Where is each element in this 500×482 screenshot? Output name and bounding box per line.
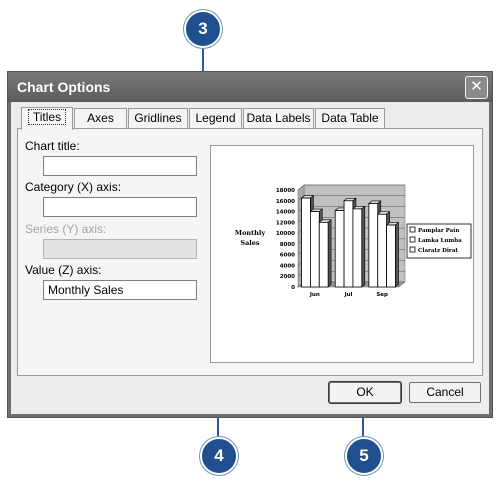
bar-side	[395, 221, 399, 288]
y-tick-label: 8000	[280, 242, 295, 248]
y-tick-label: 18000	[276, 188, 295, 194]
callout-5-line	[362, 402, 364, 438]
category-axis-input[interactable]	[43, 197, 197, 217]
y-tick-label: 12000	[276, 220, 295, 226]
legend-entry: Lamka Lumba	[418, 238, 462, 244]
value-axis-label: Value (Z) axis:	[25, 263, 102, 277]
bar	[343, 200, 354, 288]
bar	[310, 211, 320, 288]
y-axis-title-line-2: Sales	[240, 239, 260, 247]
y-tick-label: 2000	[280, 274, 295, 280]
close-icon[interactable]: ✕	[465, 76, 488, 99]
y-axis-title-line-1: Monthly	[235, 229, 265, 237]
x-tick-label: Sep	[376, 292, 388, 298]
tab-axes[interactable]: Axes	[74, 108, 127, 128]
bar	[377, 213, 387, 288]
category-axis-label: Category (X) axis:	[25, 180, 122, 194]
legend-swatch	[409, 236, 416, 243]
x-tick-label: Jun	[309, 292, 320, 298]
dialog-titlebar: Chart Options ✕	[8, 72, 492, 102]
y-tick-label: 14000	[276, 210, 295, 216]
tab-gridlines[interactable]: Gridlines	[128, 108, 188, 128]
tab-legend[interactable]: Legend	[189, 108, 242, 128]
bar	[352, 208, 363, 288]
bar-side	[327, 219, 332, 288]
tab-titles-label: Titles	[27, 109, 67, 125]
series-axis-label: Series (Y) axis:	[25, 222, 107, 236]
chart-title-label: Chart title:	[25, 139, 80, 153]
legend-entry: Claratz Dirat	[418, 248, 458, 254]
series-axis-input	[43, 239, 197, 259]
chart-title-input[interactable]	[43, 156, 197, 176]
y-tick-label: 0	[291, 285, 295, 291]
legend-entry: Pamplar Pain	[418, 228, 459, 234]
legend-swatch	[409, 226, 416, 233]
tab-data-labels[interactable]: Data Labels	[243, 108, 314, 128]
titles-panel: Chart title: Category (X) axis: Series (…	[17, 128, 483, 376]
tab-data-table[interactable]: Data Table	[315, 108, 385, 128]
dialog-title: Chart Options	[17, 79, 111, 95]
tab-titles[interactable]: Titles	[21, 107, 73, 130]
bar	[386, 224, 396, 288]
bar	[368, 203, 379, 288]
legend-box	[406, 223, 472, 259]
y-tick-label: 6000	[280, 253, 295, 259]
preview-chart: 0 2000 4000 6000 8000 10000 12000 14000 16000 180…	[235, 184, 472, 298]
legend-swatch	[409, 246, 416, 253]
bar	[318, 221, 329, 288]
y-tick-label: 10000	[276, 231, 295, 237]
callout-4-badge: 4	[200, 437, 238, 475]
ok-button[interactable]: OK	[329, 382, 401, 403]
value-axis-input[interactable]: Monthly Sales	[43, 280, 197, 300]
bar	[301, 197, 311, 288]
dialog-client: Titles Axes Gridlines Legend Data Labels…	[11, 102, 489, 414]
chart-options-dialog: Chart Options ✕ Titles Axes Gridlines Le…	[7, 71, 493, 418]
x-tick-label: Jul	[344, 292, 353, 298]
callout-3-badge: 3	[184, 10, 222, 48]
bar	[334, 210, 345, 288]
y-tick-label: 16000	[276, 199, 295, 205]
callout-5-badge: 5	[345, 437, 383, 475]
cancel-button[interactable]: Cancel	[409, 382, 481, 403]
bar-side	[361, 205, 366, 288]
gridline-side	[297, 184, 305, 191]
y-tick-label: 4000	[280, 263, 295, 269]
chart-preview: 0 2000 4000 6000 8000 10000 12000 14000 16000 180…	[210, 145, 474, 363]
